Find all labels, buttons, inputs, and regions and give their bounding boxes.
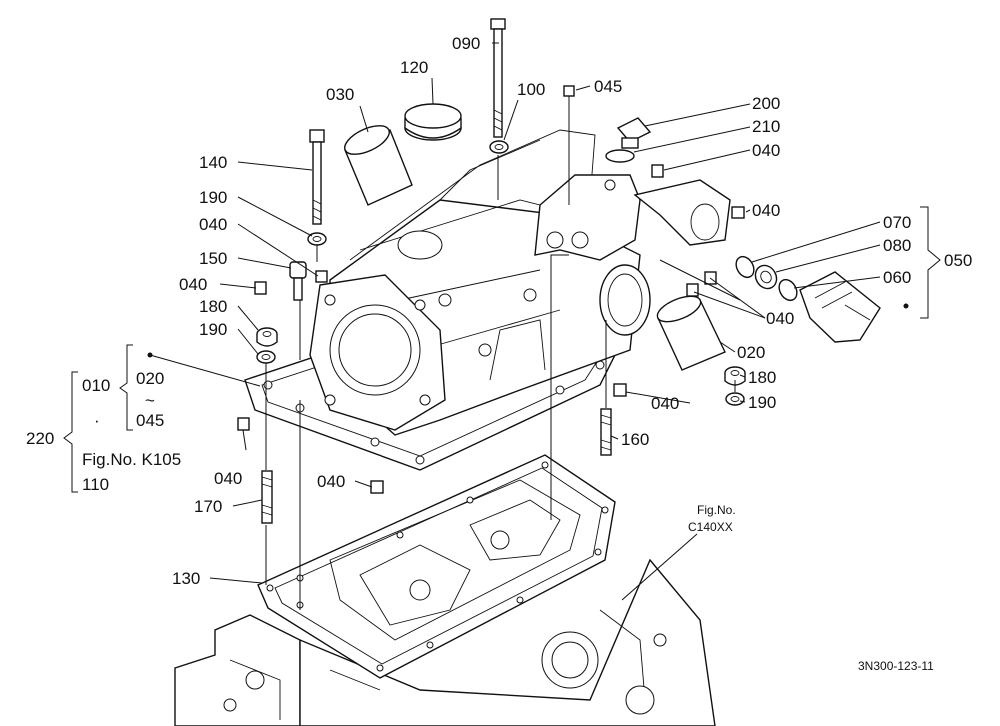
group-220-brackets <box>63 344 133 493</box>
callout-190: 190 <box>199 188 227 207</box>
screw-045 <box>563 85 575 97</box>
callout-040: 040 <box>766 309 794 328</box>
oring-060 <box>778 278 798 302</box>
callout-170: 170 <box>194 497 222 516</box>
bushing-030 <box>344 125 413 206</box>
callout-180: 180 <box>748 368 776 387</box>
plug-040-a <box>651 164 664 178</box>
callout-180: 180 <box>199 297 227 316</box>
bolt-140 <box>309 129 325 225</box>
callout-020: 020 <box>737 343 765 362</box>
callout-200: 200 <box>752 94 780 113</box>
stud-170 <box>261 470 273 524</box>
oring-070 <box>735 255 755 279</box>
callout-040: 040 <box>214 469 242 488</box>
nut-180b <box>724 366 746 386</box>
group-220-dot: · <box>94 411 100 430</box>
washer-190b <box>256 350 276 364</box>
callout-040: 040 <box>199 215 227 234</box>
callout-050: 050 <box>944 251 972 270</box>
gasket-130 <box>257 454 616 679</box>
plug-040-g <box>237 417 250 431</box>
bolt-150 <box>289 261 307 301</box>
bolt-090 <box>490 18 506 138</box>
engine-block <box>174 558 716 726</box>
callout-150: 150 <box>199 249 227 268</box>
callout-140: 140 <box>199 153 227 172</box>
fig-ref-line2: C140XX <box>688 520 733 534</box>
callout-210: 210 <box>752 117 780 136</box>
plug-040-b <box>315 270 328 283</box>
stud-160 <box>600 408 612 456</box>
callout-190: 190 <box>748 393 776 412</box>
group-220-line5: 110 <box>82 475 109 494</box>
assembly-lines <box>265 96 741 610</box>
group-220-line4: Fig.No. K105 <box>82 450 181 469</box>
hydraulic-housing <box>244 129 731 471</box>
washer-100 <box>489 140 509 154</box>
cap-120 <box>404 103 462 141</box>
callout-040: 040 <box>651 394 679 413</box>
callout-090: 090 <box>452 34 480 53</box>
callout-030: 030 <box>326 85 354 104</box>
plug-040-f <box>613 383 627 397</box>
callout-100: 100 <box>517 80 545 99</box>
ring-080 <box>754 264 778 290</box>
callout-040: 040 <box>179 275 207 294</box>
callout-040: 040 <box>752 141 780 160</box>
callout-060: 060 <box>883 268 911 287</box>
callout-070: 070 <box>883 213 911 232</box>
relief-valve-050 <box>799 271 881 343</box>
group-220: 220 010 020 ~ 045 · Fig.No. K105 110 <box>26 369 181 494</box>
figure-reference: Fig.No. C140XX <box>688 503 736 534</box>
callout-190: 190 <box>199 320 227 339</box>
plug-040-e2 <box>686 283 699 297</box>
plug-040-c <box>254 281 267 295</box>
oring-210 <box>605 149 635 163</box>
fig-ref-line1: Fig.No. <box>697 503 736 517</box>
callout-080: 080 <box>883 236 911 255</box>
washer-190c <box>725 392 745 406</box>
leader-lines <box>147 42 941 601</box>
plug-040-h <box>370 480 384 494</box>
callout-040: 040 <box>752 201 780 220</box>
group-220-label: 220 <box>26 429 54 448</box>
bushing-020 <box>656 295 726 371</box>
group-220-line3: 045 <box>136 411 164 430</box>
callout-040: 040 <box>317 472 345 491</box>
nut-180a <box>256 327 278 347</box>
callout-045: 045 <box>594 77 622 96</box>
group-220-line1: 010 <box>82 376 110 395</box>
drawing-code: 3N300-123-11 <box>858 659 934 673</box>
callout-130: 130 <box>172 569 200 588</box>
plug-040-d <box>731 206 745 219</box>
callout-160: 160 <box>621 430 649 449</box>
group-220-tilde: ~ <box>145 391 155 410</box>
group-220-line2: 020 <box>136 369 164 388</box>
callout-120: 120 <box>400 58 428 77</box>
breather-200 <box>616 117 652 149</box>
callout-labels: 090 120 030 100 045 200 210 040 140 190 … <box>172 34 972 588</box>
